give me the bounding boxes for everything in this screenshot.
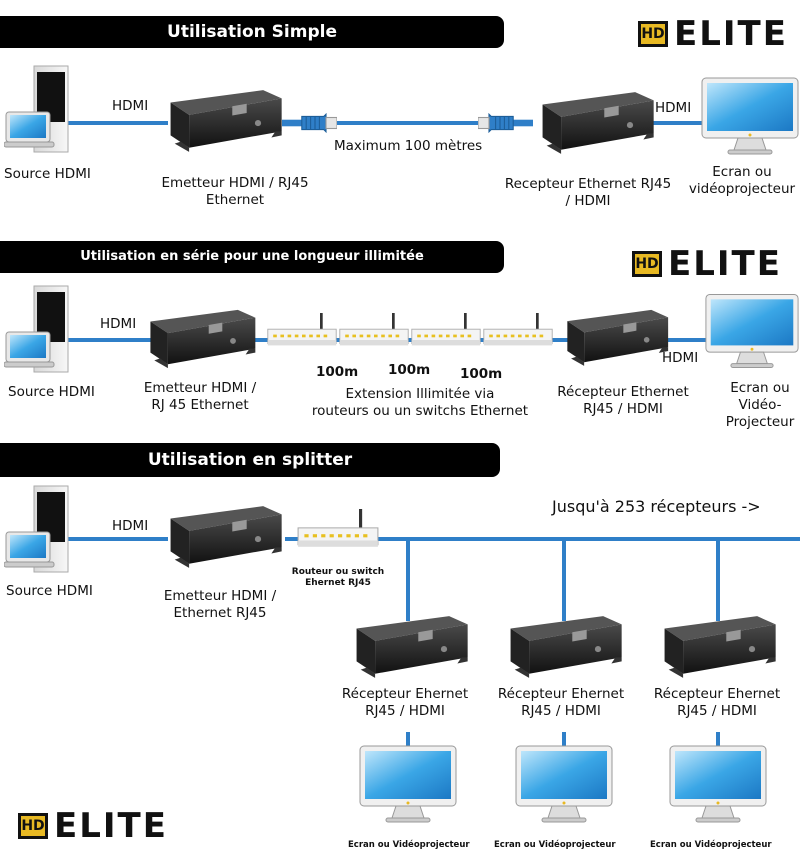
cable-hdmi-screen <box>650 121 720 125</box>
brand-logo-top: HD ELITE <box>638 14 788 54</box>
screen-label: Ecran ou Vidéoprojecteur <box>650 840 772 850</box>
receiver-label: Recepteur Ethernet RJ45/ HDMI <box>504 176 672 209</box>
distance-label: 100m <box>388 362 431 378</box>
screen-label: Ecran ou Vidéoprojecteur <box>348 840 470 850</box>
hd-logo-icon: HD <box>18 813 48 839</box>
distance-label: 100m <box>316 364 359 380</box>
screen-label: Ecran ou Vidéoprojecteur <box>494 840 616 850</box>
monitor-icon <box>668 744 768 824</box>
pc-icon <box>4 284 74 374</box>
section-title-serie: Utilisation en série pour une longueur i… <box>0 241 504 273</box>
cable-ethernet-main <box>285 537 800 541</box>
source-label: Source HDMI <box>6 583 93 599</box>
pc-icon <box>4 484 74 574</box>
brand-logo-bottom: HD ELITE <box>18 806 168 846</box>
brand-name: ELITE <box>54 806 168 846</box>
emitter-device-icon <box>158 84 286 156</box>
cable-hdmi-screen-1 <box>406 732 410 746</box>
router-icon <box>482 306 554 356</box>
cable-hdmi-source <box>58 121 168 125</box>
hdmi-label: HDMI <box>112 98 149 114</box>
router-icon <box>266 306 338 356</box>
section-title-splitter: Utilisation en splitter <box>0 443 500 477</box>
cable-length-label: Maximum 100 mètres <box>334 138 483 154</box>
cable-hdmi-screen-3 <box>716 732 720 746</box>
router-icon <box>296 500 380 560</box>
brand-logo-middle: HD ELITE <box>632 244 782 284</box>
cable-ethernet-chain <box>240 338 580 342</box>
hdmi-label: HDMI <box>100 316 137 332</box>
receiver-device-icon <box>344 610 472 682</box>
section-title-simple: Utilisation Simple <box>0 16 504 48</box>
pc-icon <box>4 64 74 154</box>
monitor-icon <box>358 744 458 824</box>
receiver-device-icon <box>498 610 626 682</box>
cable-hdmi-source <box>58 537 168 541</box>
cable-ethernet <box>330 121 530 125</box>
router-icon <box>338 306 410 356</box>
monitor-icon <box>704 292 800 370</box>
emitter-label: Emetteur HDMI /RJ 45 Ethernet <box>143 380 257 413</box>
hd-logo-icon: HD <box>632 251 662 277</box>
emitter-device-icon <box>140 304 258 372</box>
brand-name: ELITE <box>674 14 788 54</box>
source-label: Source HDMI <box>4 166 91 182</box>
receiver-device-icon <box>530 86 658 158</box>
source-label: Source HDMI <box>8 384 95 400</box>
cable-drop-3 <box>716 541 720 621</box>
max-receivers-label: Jusqu'à 253 récepteurs -> <box>552 497 761 516</box>
monitor-icon <box>514 744 614 824</box>
hdmi-label: HDMI <box>655 100 692 116</box>
receiver-device-icon <box>652 610 780 682</box>
router-icon <box>410 306 482 356</box>
receiver-device-icon <box>558 304 670 370</box>
brand-name: ELITE <box>668 244 782 284</box>
cable-hdmi-source <box>58 338 158 342</box>
emitter-device-icon <box>158 500 286 572</box>
hdmi-label: HDMI <box>662 350 699 366</box>
emitter-label: Emetteur HDMI /Ethernet RJ45 <box>163 588 277 621</box>
distance-label: 100m <box>460 366 503 382</box>
cable-hdmi-screen-2 <box>562 732 566 746</box>
cable-drop-1 <box>406 541 410 621</box>
rj45-connector-right-icon <box>478 112 533 134</box>
cable-hdmi-screen <box>650 338 720 342</box>
rj45-connector-left-icon <box>282 112 337 134</box>
hdmi-label: HDMI <box>112 518 149 534</box>
hd-logo-icon: HD <box>638 21 668 47</box>
cable-drop-2 <box>562 541 566 621</box>
monitor-icon <box>700 76 800 156</box>
